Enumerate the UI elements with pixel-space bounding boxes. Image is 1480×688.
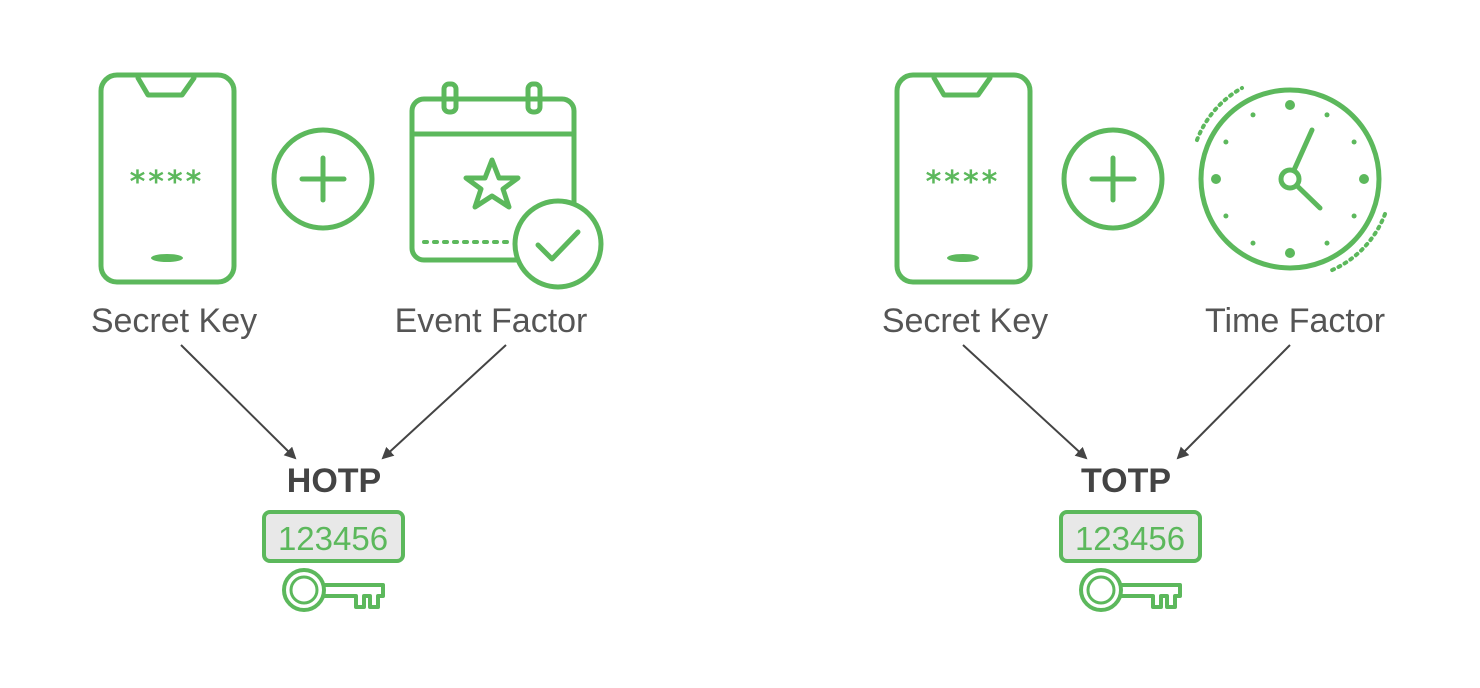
phone-icon: **** — [894, 72, 1033, 285]
hotp-panel: **** Secret Key Event Factor HOTP — [91, 72, 604, 612]
pin-mask: **** — [926, 165, 1001, 200]
clock-tick — [1211, 174, 1221, 184]
hotp-arrow-factor — [381, 344, 507, 460]
clock-tick — [1351, 213, 1357, 219]
totp-panel: **** Secret Key Time Factor TOTP — [882, 72, 1387, 612]
hotp-code: 123456 — [278, 520, 388, 557]
key-icon — [1079, 568, 1182, 612]
clock-tick — [1223, 139, 1229, 145]
totp-code: 123456 — [1075, 520, 1185, 557]
clock-tick — [1250, 240, 1256, 246]
clock-tick — [1223, 213, 1229, 219]
clock-tick — [1324, 112, 1330, 118]
clock-tick — [1285, 100, 1295, 110]
totp-secret-key-label: Secret Key — [882, 302, 1048, 340]
key-icon — [282, 568, 385, 612]
totp-title: TOTP — [1081, 462, 1171, 500]
clock-tick — [1351, 139, 1357, 145]
hotp-secret-key-label: Secret Key — [91, 302, 257, 340]
pin-mask: **** — [130, 165, 205, 200]
totp-arrow-factor — [1176, 344, 1291, 460]
clock-icon — [1195, 86, 1387, 273]
plus-icon — [1061, 127, 1165, 231]
calendar-check-icon — [409, 81, 604, 290]
totp-arrow-secret — [962, 344, 1088, 460]
clock-tick — [1359, 174, 1369, 184]
hotp-event-factor-label: Event Factor — [395, 302, 588, 340]
totp-code-box: 123456 — [1059, 510, 1202, 563]
phone-icon: **** — [98, 72, 237, 285]
hotp-code-box: 123456 — [262, 510, 405, 563]
plus-icon — [271, 127, 375, 231]
clock-tick — [1324, 240, 1330, 246]
hotp-title: HOTP — [287, 462, 381, 500]
clock-tick — [1250, 112, 1256, 118]
clock-tick — [1285, 248, 1295, 258]
hotp-arrow-secret — [180, 344, 297, 460]
totp-time-factor-label: Time Factor — [1205, 302, 1385, 340]
